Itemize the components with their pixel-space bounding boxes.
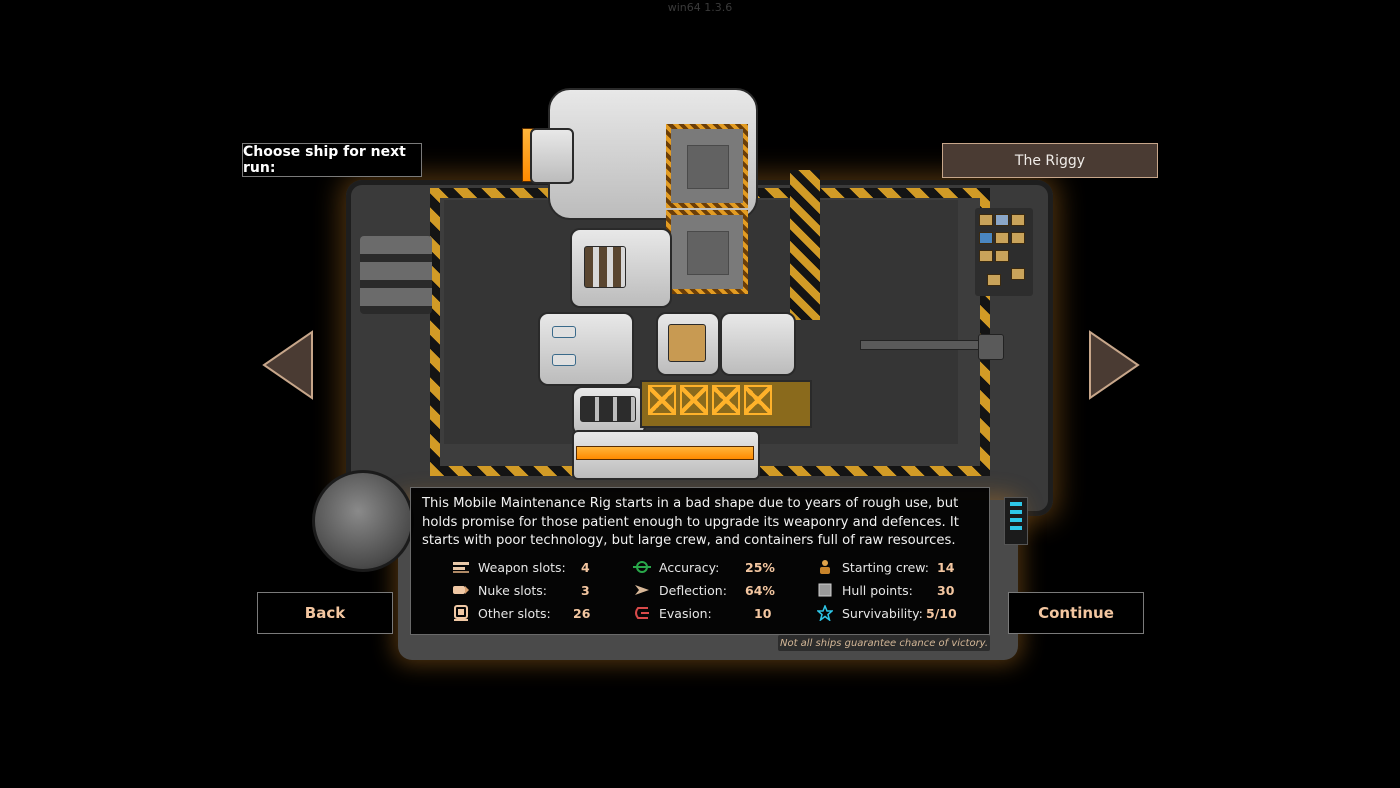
hull-icon bbox=[816, 582, 834, 598]
stat-other-slots: Other slots: 26 bbox=[452, 604, 592, 624]
arrow-right-icon bbox=[1089, 330, 1140, 400]
ship-module bbox=[538, 312, 634, 386]
star-icon bbox=[816, 605, 834, 621]
arrow-left-icon bbox=[262, 330, 313, 400]
other-slots-icon bbox=[452, 605, 470, 621]
back-button[interactable]: Back bbox=[257, 592, 393, 634]
ship-room-armor bbox=[666, 210, 748, 294]
ship-module bbox=[720, 312, 796, 376]
resource-crates bbox=[975, 208, 1033, 296]
ship-room-armor bbox=[666, 124, 748, 208]
continue-button[interactable]: Continue bbox=[1008, 592, 1144, 634]
pipe-joint bbox=[978, 334, 1004, 360]
stat-accuracy: Accuracy: 25% bbox=[633, 558, 775, 578]
stat-starting-crew: Starting crew: 14 bbox=[816, 558, 966, 578]
weapon-icon bbox=[452, 559, 470, 575]
pipe bbox=[860, 340, 982, 350]
evasion-icon bbox=[633, 605, 651, 621]
ship-reactor bbox=[668, 324, 706, 362]
nuke-icon bbox=[452, 582, 470, 598]
version-label: win64 1.3.6 bbox=[667, 1, 733, 14]
ship-description: This Mobile Maintenance Rig starts in a … bbox=[422, 496, 959, 548]
stat-evasion: Evasion: 10 bbox=[633, 604, 773, 624]
fuel-tanks bbox=[360, 236, 432, 314]
ship-cargo-bay bbox=[640, 380, 812, 428]
stat-hull-points: Hull points: 30 bbox=[816, 581, 966, 601]
deflection-icon bbox=[633, 582, 651, 598]
stat-weapon-slots: Weapon slots: 4 bbox=[452, 558, 592, 578]
ship-engine-strip bbox=[576, 446, 754, 460]
next-ship-arrow[interactable] bbox=[1088, 330, 1140, 400]
hazard-stripe bbox=[790, 170, 820, 320]
crew-icon bbox=[816, 559, 834, 575]
ship-window bbox=[552, 354, 576, 366]
accuracy-icon bbox=[633, 559, 651, 575]
ship-crew-bunks bbox=[584, 246, 626, 288]
stat-nuke-slots: Nuke slots: 3 bbox=[452, 581, 592, 601]
ship-info-panel: This Mobile Maintenance Rig starts in a … bbox=[410, 487, 990, 635]
ship-selector[interactable]: The Riggy bbox=[942, 143, 1158, 178]
prev-ship-arrow[interactable] bbox=[262, 330, 314, 400]
ship-side-pod bbox=[530, 128, 574, 184]
stat-deflection: Deflection: 64% bbox=[633, 581, 775, 601]
choose-ship-label: Choose ship for next run: bbox=[242, 143, 422, 177]
stat-survivability: Survivability: 5/10 bbox=[816, 604, 966, 624]
victory-disclaimer: Not all ships guarantee chance of victor… bbox=[778, 635, 990, 651]
console-lights bbox=[1004, 497, 1028, 545]
ship-window bbox=[552, 326, 576, 338]
storage-tank bbox=[312, 470, 414, 572]
ship-weapon-battery bbox=[580, 396, 636, 422]
